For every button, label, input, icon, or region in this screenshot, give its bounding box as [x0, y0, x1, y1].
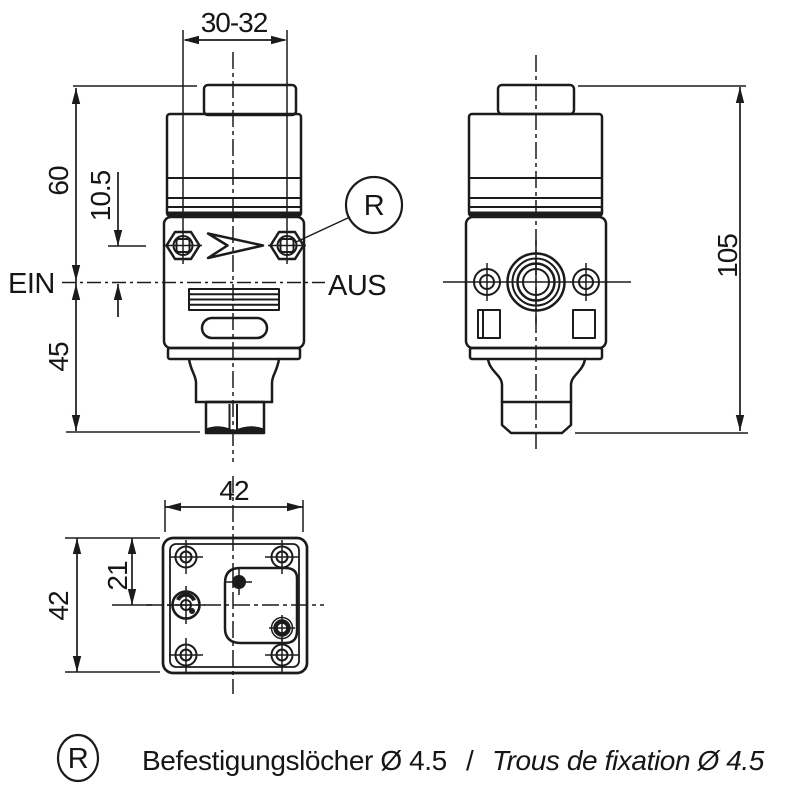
base-plate-outline — [161, 536, 309, 675]
callout-r-label: R — [364, 190, 384, 222]
dim-42-width: 42 — [164, 475, 304, 532]
connector-screw-hole — [269, 615, 295, 641]
front-upper-body — [165, 112, 303, 218]
front-stem-right — [270, 357, 281, 404]
dim-label-top-width: 30-32 — [201, 7, 268, 38]
left-mounting-screw — [164, 230, 202, 261]
front-view: 30-32 60 45 10.5 EIN AUS — [8, 7, 404, 462]
legend-symbol-circle — [56, 733, 100, 783]
side-base-flange — [468, 346, 604, 361]
legend-text-fr: Trous de fixation Ø 4.5 — [492, 745, 765, 776]
dim-label-plate-depth: 42 — [43, 591, 74, 621]
vent-slots — [188, 288, 280, 311]
left-recess — [477, 309, 501, 339]
label-slot — [200, 316, 269, 340]
right-recess — [572, 309, 596, 339]
front-base-flange — [166, 346, 302, 361]
locating-pin — [226, 569, 252, 595]
dim-10-5: 10.5 — [85, 170, 146, 317]
dim-30-32: 30-32 — [183, 7, 287, 45]
dim-label-lower-height: 45 — [43, 342, 74, 372]
side-stem-right — [569, 357, 587, 404]
dim-42-depth: 42 — [43, 537, 160, 673]
threaded-boss — [167, 586, 205, 624]
legend-text-de: Befestigungslöcher Ø 4.5 — [142, 745, 447, 776]
right-mounting-screw — [268, 230, 306, 261]
dim-105: 105 — [575, 85, 748, 434]
dim-label-upper-height: 60 — [43, 166, 74, 196]
side-seal-band — [469, 211, 602, 216]
inlet-label: EIN — [8, 268, 55, 300]
dim-60-45: 60 45 — [43, 85, 200, 433]
legend-symbol: R — [68, 743, 88, 775]
outlet-label: AUS — [328, 270, 386, 302]
callout-r: R — [295, 175, 404, 243]
connector-footprint — [223, 566, 299, 645]
side-stem-block — [500, 400, 573, 435]
legend-separator: / — [466, 745, 474, 776]
mounting-hole — [169, 638, 203, 672]
front-hex-nut — [204, 400, 266, 435]
dim-21: 21 — [102, 538, 152, 606]
side-view: 105 — [443, 55, 748, 452]
bottom-view: 42 42 21 — [43, 475, 324, 694]
mounting-hole — [169, 540, 203, 574]
side-stem-left — [486, 357, 504, 404]
front-connector-cap — [202, 83, 298, 117]
front-seal-band — [167, 211, 301, 216]
front-stem-left — [187, 357, 198, 404]
dim-label-plate-width: 42 — [219, 475, 249, 506]
legend: R Befestigungslöcher Ø 4.5 / Trous de fi… — [56, 733, 765, 783]
dim-label-total-height: 105 — [712, 234, 743, 278]
dim-label-screw-offset: 10.5 — [85, 170, 116, 221]
dim-label-hole-offset: 21 — [102, 561, 133, 591]
flow-direction-arrow — [206, 232, 265, 260]
